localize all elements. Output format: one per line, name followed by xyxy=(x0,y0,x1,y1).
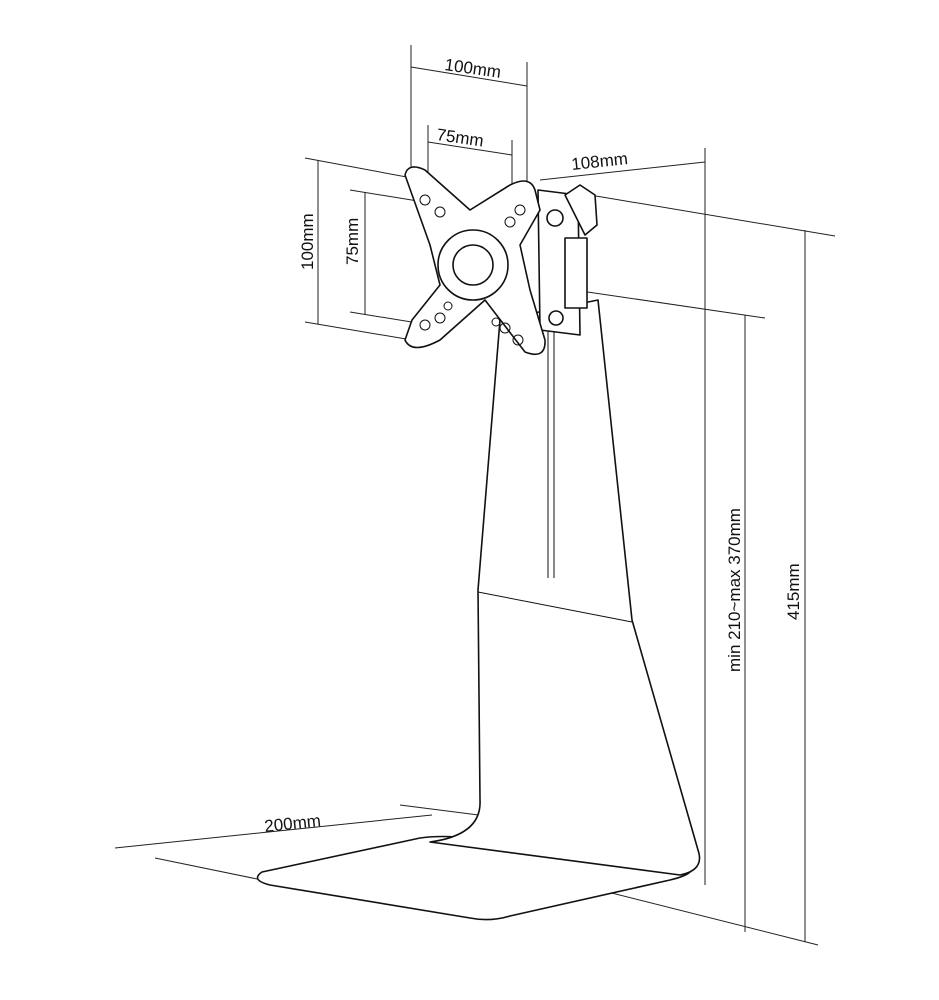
vesa-holes xyxy=(419,194,526,346)
dimension-lines xyxy=(114,45,836,946)
label-base-depth: 200mm xyxy=(263,811,321,836)
stand-upright xyxy=(429,299,701,876)
label-vesa-height-outer: 100mm xyxy=(298,213,317,270)
label-vesa-height-inner: 75mm xyxy=(343,218,362,265)
label-vesa-width-inner: 75mm xyxy=(435,125,484,150)
label-depth: 108mm xyxy=(570,149,628,174)
label-total-height: 415mm xyxy=(784,563,803,620)
label-vesa-width-outer: 100mm xyxy=(443,55,502,82)
label-height-range: min 210~max 370mm xyxy=(725,508,744,672)
